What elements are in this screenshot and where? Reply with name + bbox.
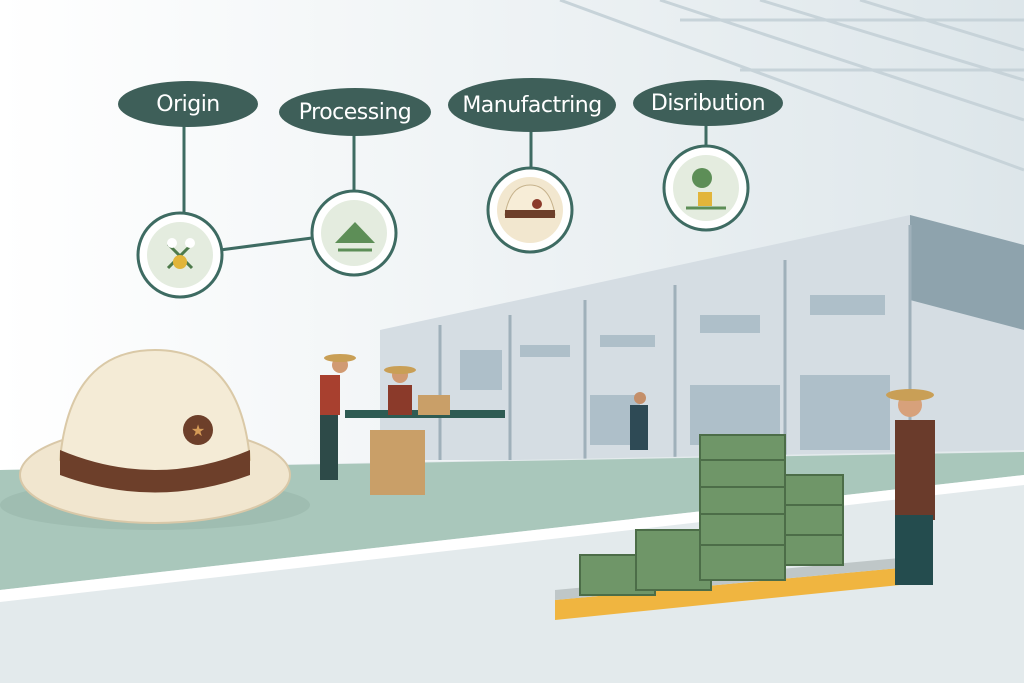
roof-skylight [559, 0, 1024, 172]
warehouse [380, 215, 1024, 460]
straw-hat: ★ [0, 348, 310, 530]
processing-workers [320, 354, 648, 495]
timeline-connectors [182, 124, 708, 252]
stage-label-distribution: Disribution [633, 80, 783, 126]
stage-label-processing: Processing [279, 88, 431, 136]
stage-label-origin: Origin [118, 81, 258, 127]
stage-label-manufacturing: Manufactring [448, 78, 616, 132]
pallet-with-boxes [555, 389, 935, 620]
svg-text:★: ★ [191, 423, 205, 440]
